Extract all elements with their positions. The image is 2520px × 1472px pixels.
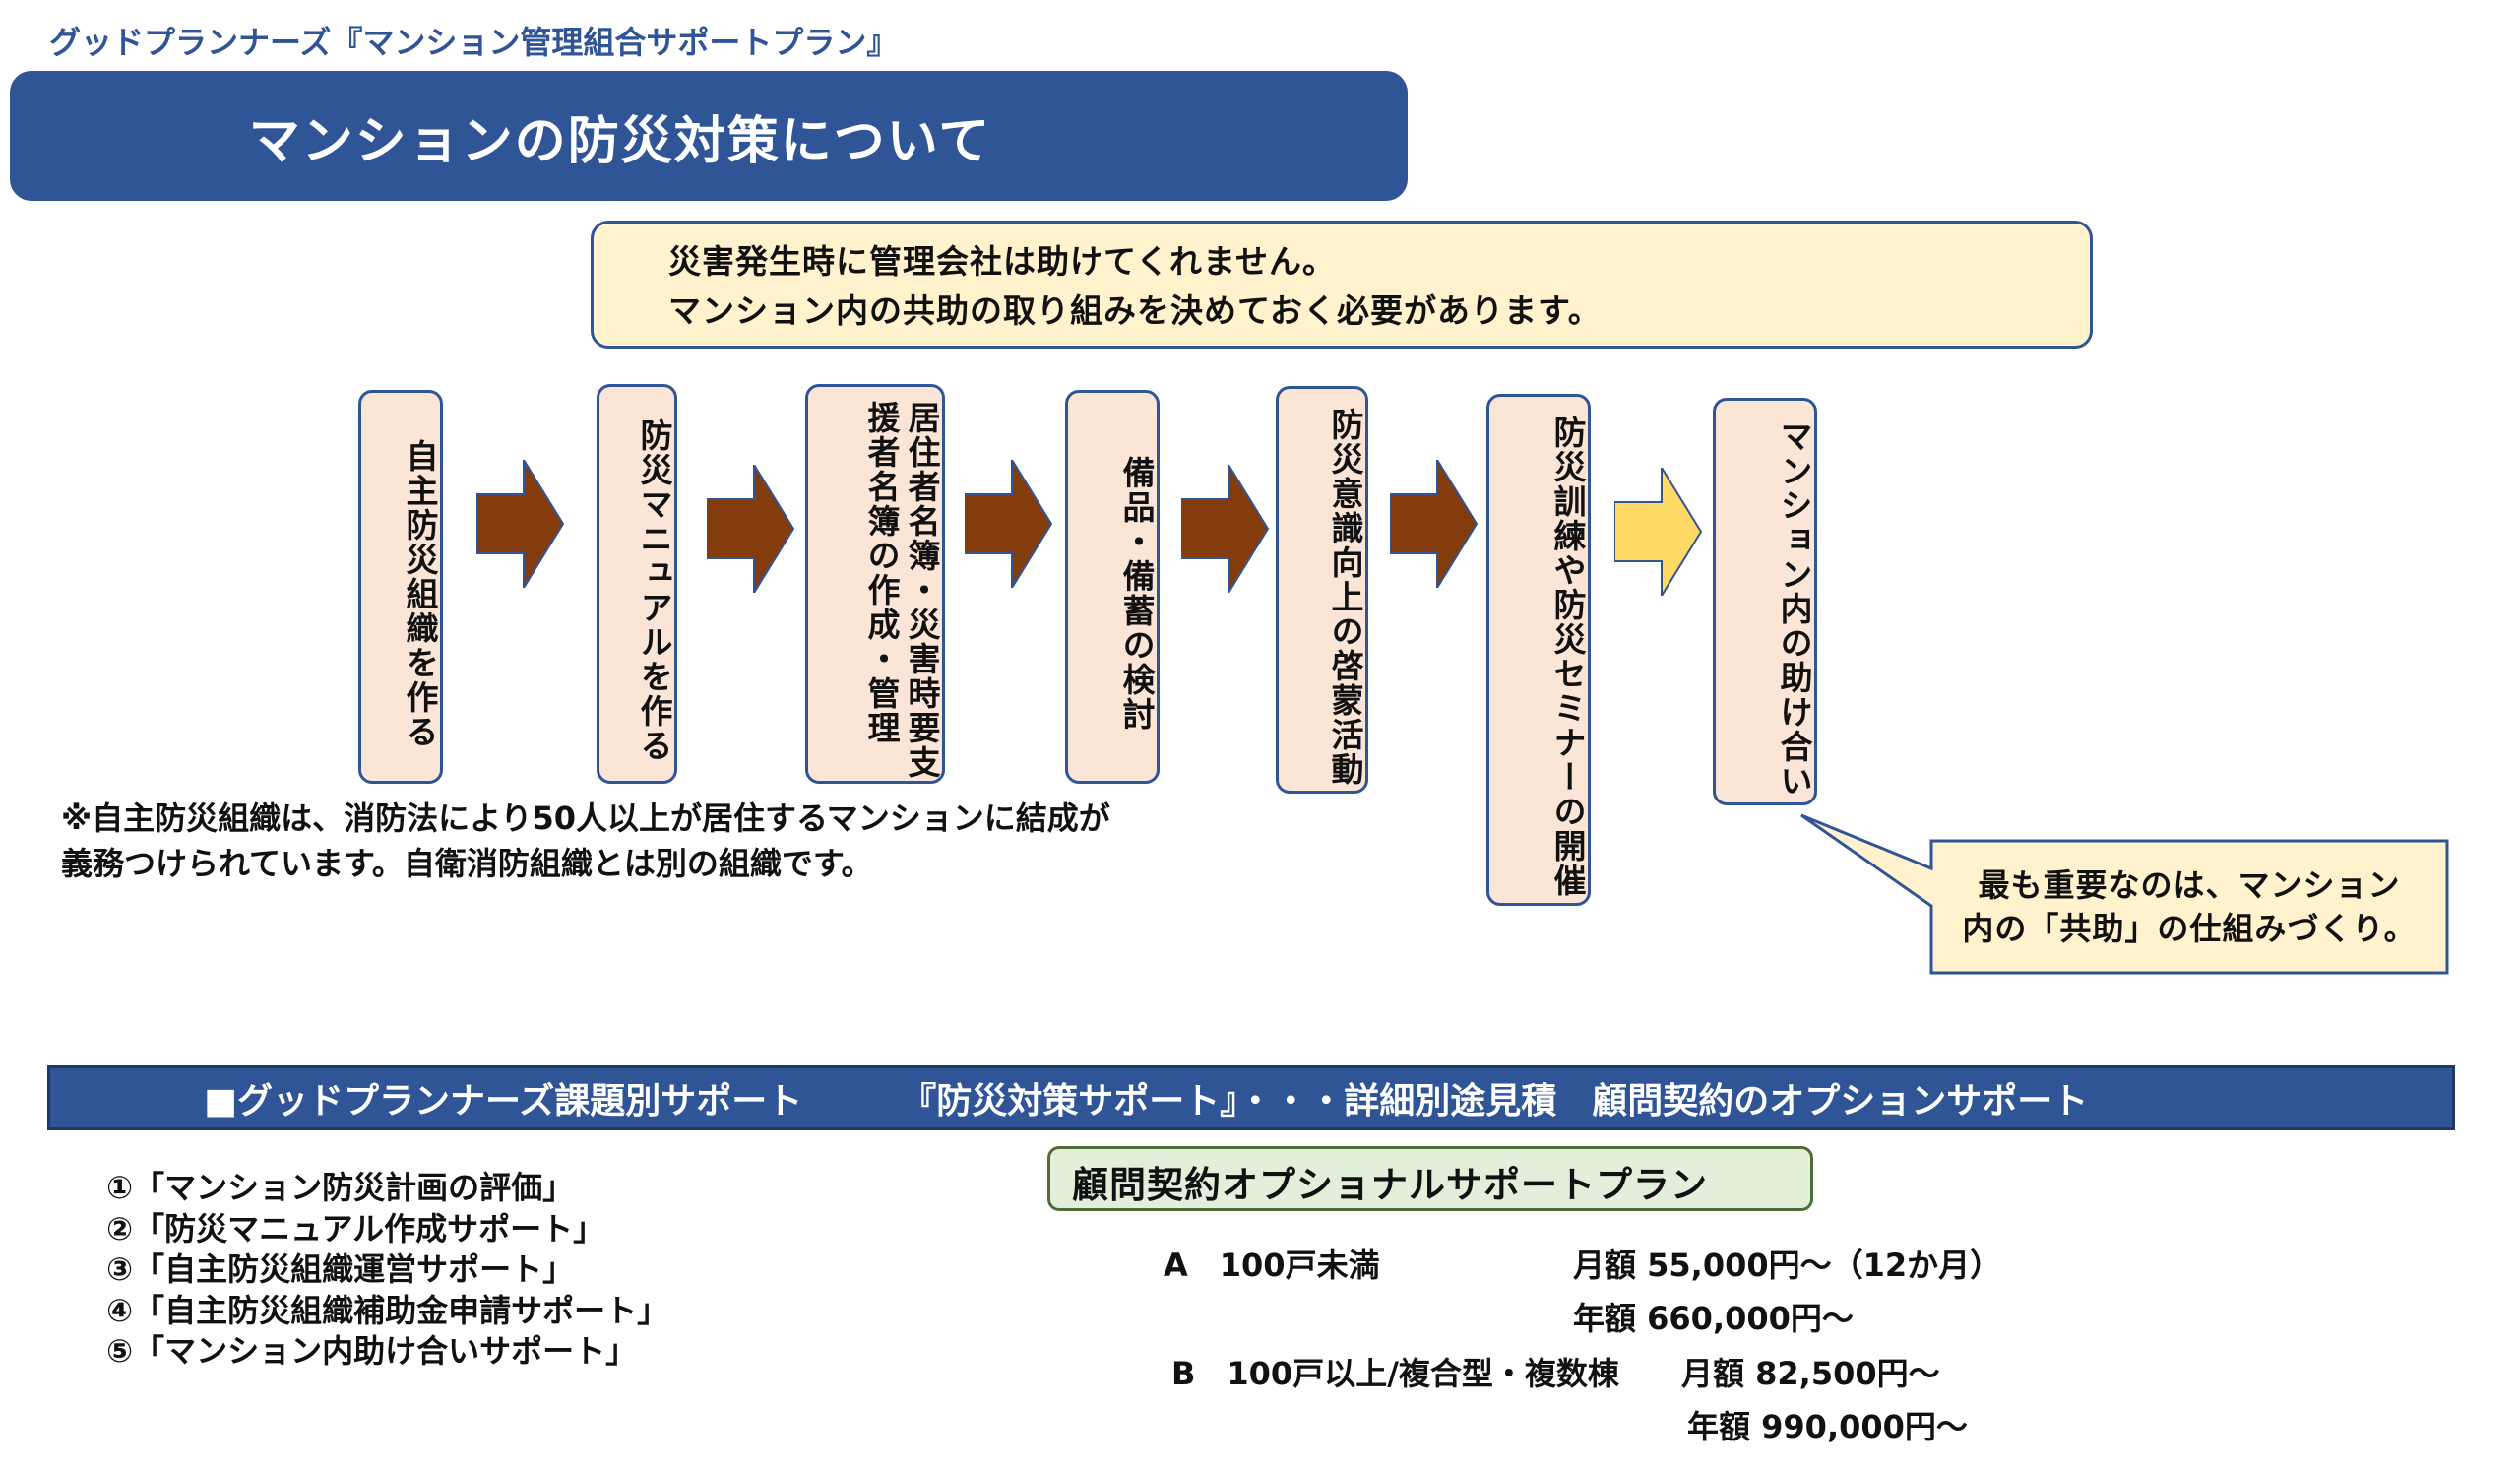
plan-b-yearly: 年額 990,000円～ xyxy=(1687,1408,1968,1445)
plan-b-monthly: 月額 82,500円～ xyxy=(1681,1355,1940,1392)
section-header-bar: ■グッドプランナーズ課題別サポート 『防災対策サポート』・・・詳細別途見積 顧問… xyxy=(47,1065,2455,1130)
flow-arrow-3-icon xyxy=(965,460,1053,588)
list-item: ④「自主防災組織補助金申請サポート」 xyxy=(106,1291,669,1329)
step-7-box: マンション内の助け合い xyxy=(1713,398,1817,805)
plan-a-monthly: 月額 55,000円～（12か月） xyxy=(1573,1247,2002,1284)
flow-arrow-1-icon xyxy=(476,460,565,588)
notice-box: 災害発生時に管理会社は助けてくれません。 マンション内の共助の取り組みを決めてお… xyxy=(591,221,2093,349)
section-title: ■グッドプランナーズ課題別サポート xyxy=(204,1081,803,1121)
step-6-label: 防災訓練や防災セミナーの開催 xyxy=(1548,416,1587,898)
step-2-label: 防災マニュアルを作る xyxy=(635,418,673,763)
notice-line-2: マンション内の共助の取り組みを決めておく必要があります。 xyxy=(668,291,1602,330)
footnote: ※自主防災組織は、消防法により50人以上が居住するマンションに結成が 義務つけら… xyxy=(61,796,1110,886)
step-7-label: マンション内の助け合い xyxy=(1775,418,1813,799)
page-title: マンションの防災対策について xyxy=(248,111,992,171)
plan-a-label: A 100戸未満 xyxy=(1164,1247,1380,1284)
callout-line-2: 内の「共助」の仕組みづくり。 xyxy=(1962,910,2417,947)
plan-a-yearly: 年額 660,000円～ xyxy=(1573,1300,1854,1337)
section-subtitle: 『防災対策サポート』・・・詳細別途見積 顧問契約のオプションサポート xyxy=(901,1081,2089,1121)
step-5-box: 防災意識向上の啓蒙活動 xyxy=(1276,386,1368,794)
list-item: ③「自主防災組織運営サポート」 xyxy=(106,1250,575,1288)
step-3-label: 居住者名簿・災害時要支援者名簿の作成・管理 xyxy=(862,401,941,780)
step-2-box: 防災マニュアルを作る xyxy=(597,384,677,784)
step-1-label: 自主防災組織を作る xyxy=(401,438,439,749)
step-4-label: 備品・備蓄の検討 xyxy=(1117,456,1156,732)
plan-title-badge: 顧問契約オプショナルサポートプラン xyxy=(1047,1146,1813,1211)
step-4-box: 備品・備蓄の検討 xyxy=(1065,390,1160,784)
step-3-box: 居住者名簿・災害時要支援者名簿の作成・管理 xyxy=(805,384,945,784)
list-item: ⑤「マンション内助け合いサポート」 xyxy=(106,1332,638,1370)
footnote-line-1: ※自主防災組織は、消防法により50人以上が居住するマンションに結成が xyxy=(61,800,1110,837)
notice-line-1: 災害発生時に管理会社は助けてくれません。 xyxy=(668,242,1337,281)
list-item: ①「マンション防災計画の評価」 xyxy=(106,1169,575,1206)
flow-arrow-6-icon xyxy=(1614,468,1703,596)
plan-b-label: B 100戸以上/複合型・複数棟 xyxy=(1171,1355,1619,1392)
step-5-label: 防災意識向上の啓蒙活動 xyxy=(1326,407,1364,787)
footnote-line-2: 義務つけられています。自衛消防組織とは別の組織です。 xyxy=(61,845,873,882)
flow-arrow-2-icon xyxy=(707,465,795,593)
flow-arrow-5-icon xyxy=(1390,460,1479,588)
support-list: ①「マンション防災計画の評価」 ②「防災マニュアル作成サポート」 ③「自主防災組… xyxy=(106,1168,668,1373)
flow-arrow-4-icon xyxy=(1181,465,1270,593)
step-1-box: 自主防災組織を作る xyxy=(358,390,443,784)
callout-text: 最も重要なのは、マンション 内の「共助」の仕組みづくり。 xyxy=(1931,841,2447,973)
brand-header: グッドプランナーズ『マンション管理組合サポートプラン』 xyxy=(49,24,899,61)
step-6-box: 防災訓練や防災セミナーの開催 xyxy=(1486,394,1591,906)
callout-line-1: 最も重要なのは、マンション xyxy=(1978,866,2401,904)
title-banner: マンションの防災対策について xyxy=(10,71,1408,201)
list-item: ②「防災マニュアル作成サポート」 xyxy=(106,1209,605,1248)
